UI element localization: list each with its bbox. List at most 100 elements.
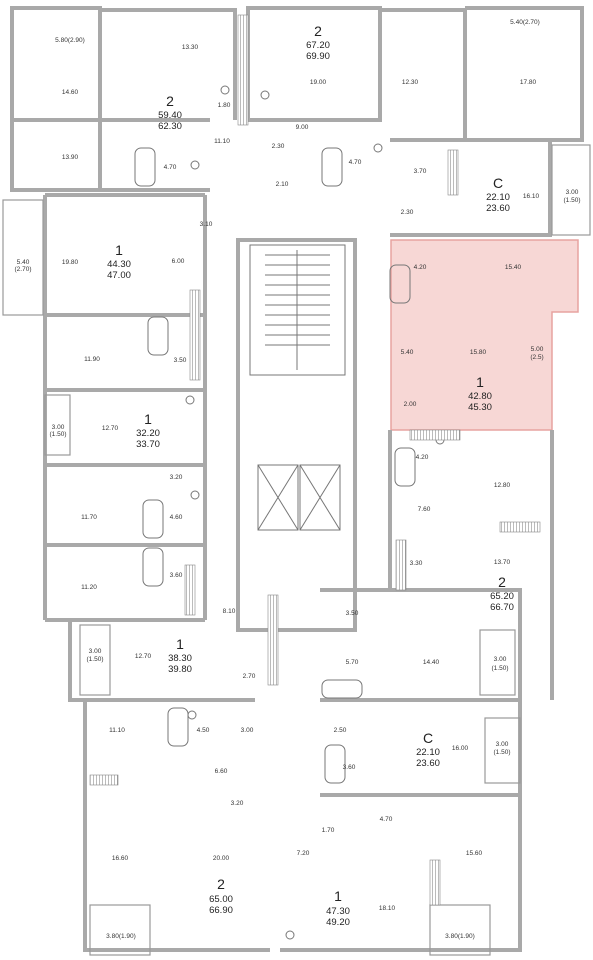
room-label: 5.70: [345, 658, 359, 666]
room-label: 13.30: [181, 43, 199, 51]
room-label: 3.00: [240, 726, 254, 734]
room-label: 5.80(2.90): [55, 36, 85, 44]
room-label: (1.50): [491, 664, 509, 672]
kitchen-units: [89, 14, 541, 906]
room-label: 5.40(2.70): [510, 18, 540, 26]
room-label: 15.60: [465, 849, 483, 857]
room-label: 3.00: [565, 188, 579, 196]
elevator-core: [257, 464, 341, 531]
room-label: 3.00: [493, 655, 507, 663]
room-label: 15.40: [504, 263, 522, 271]
room-label: 3.00: [51, 423, 65, 431]
building-walls: [10, 6, 584, 952]
room-label: 3.70: [413, 167, 427, 175]
room-label: 3.00: [495, 740, 509, 748]
room-label: 6.00: [171, 257, 185, 265]
room-label: 4.70: [163, 163, 177, 171]
room-label: 5.00: [530, 345, 544, 353]
room-label: 12.30: [401, 78, 419, 86]
apartment-rooms-a1: 2: [166, 93, 174, 109]
bathroom-fixtures: [134, 85, 445, 940]
room-label: 17.80: [519, 78, 537, 86]
apartment-rooms-a5: 1: [476, 374, 484, 390]
room-label: 11.70: [81, 513, 97, 521]
balconies: [2, 144, 591, 956]
room-label: 2.00: [403, 400, 417, 408]
room-label: 19.80: [61, 258, 79, 266]
room-label: 4.70: [348, 158, 362, 166]
room-label: 13.90: [61, 153, 79, 161]
apartment-rooms-a4: 1: [115, 242, 123, 258]
room-label: 14.40: [422, 658, 440, 666]
room-label: 11.90: [84, 355, 100, 363]
room-label: 5.40: [400, 348, 414, 356]
room-label: (1.50): [49, 430, 67, 438]
room-label: 2.10: [275, 180, 289, 188]
apartment-rooms-a3: C: [492, 175, 504, 191]
room-label: (1.50): [86, 655, 104, 663]
room-label: 14.60: [61, 88, 79, 96]
room-label: 3.50: [345, 609, 359, 617]
room-label: 19.00: [309, 78, 327, 86]
room-label: 16.60: [111, 854, 129, 862]
room-label: 4.70: [379, 815, 393, 823]
room-label: 4.20: [415, 453, 429, 461]
apartment-rooms-a2: 2: [314, 23, 322, 39]
room-label: 12.70: [101, 424, 119, 432]
room-label: 3.30: [409, 559, 423, 567]
room-label: 4.20: [413, 263, 427, 271]
room-label: 3.20: [230, 799, 244, 807]
room-label: 16.10: [522, 192, 540, 200]
room-label: 2.30: [271, 142, 285, 150]
room-label: 2.50: [333, 726, 347, 734]
room-label: (2.70): [14, 265, 32, 273]
room-label: 9.00: [295, 123, 309, 131]
room-label: 3.00: [88, 647, 102, 655]
apartment-rooms-a11: 1: [334, 888, 342, 904]
room-label: 3.20: [169, 473, 183, 481]
room-label: 3.80(1.90): [445, 932, 475, 940]
apartment-rooms-a10: 2: [217, 876, 225, 892]
room-label: 1.70: [321, 826, 335, 834]
room-label: 13.70: [493, 558, 511, 566]
room-label: 11.10: [109, 726, 125, 734]
room-label: 2.30: [400, 208, 414, 216]
room-label: 12.80: [493, 481, 511, 489]
room-label: 6.60: [214, 767, 228, 775]
room-label: 3.50: [173, 356, 187, 364]
room-label: 11.10: [214, 137, 230, 145]
room-label: 11.20: [81, 583, 97, 591]
stair-core: [249, 244, 346, 376]
room-label: 16.00: [451, 744, 469, 752]
room-label: 1.80: [217, 101, 231, 109]
room-label: 5.40: [16, 258, 30, 266]
apartment-rooms-a8: 1: [176, 636, 184, 652]
room-label: 3.80(1.90): [106, 932, 136, 940]
room-label: 4.50: [196, 726, 210, 734]
room-label: 7.60: [417, 505, 431, 513]
room-label: (2.5): [530, 353, 544, 361]
room-label: 18.10: [378, 904, 396, 912]
room-label: 4.60: [169, 513, 183, 521]
room-label: 3.10: [199, 220, 213, 228]
room-label: 12.70: [134, 652, 152, 660]
room-label: 20.00: [212, 854, 230, 862]
room-label: (1.50): [563, 196, 581, 204]
room-label: 8.10: [222, 607, 236, 615]
room-label: 7.20: [296, 849, 310, 857]
apartment-rooms-a7: 2: [498, 574, 506, 590]
room-label: 3.60: [342, 763, 356, 771]
room-label: 15.80: [469, 348, 487, 356]
